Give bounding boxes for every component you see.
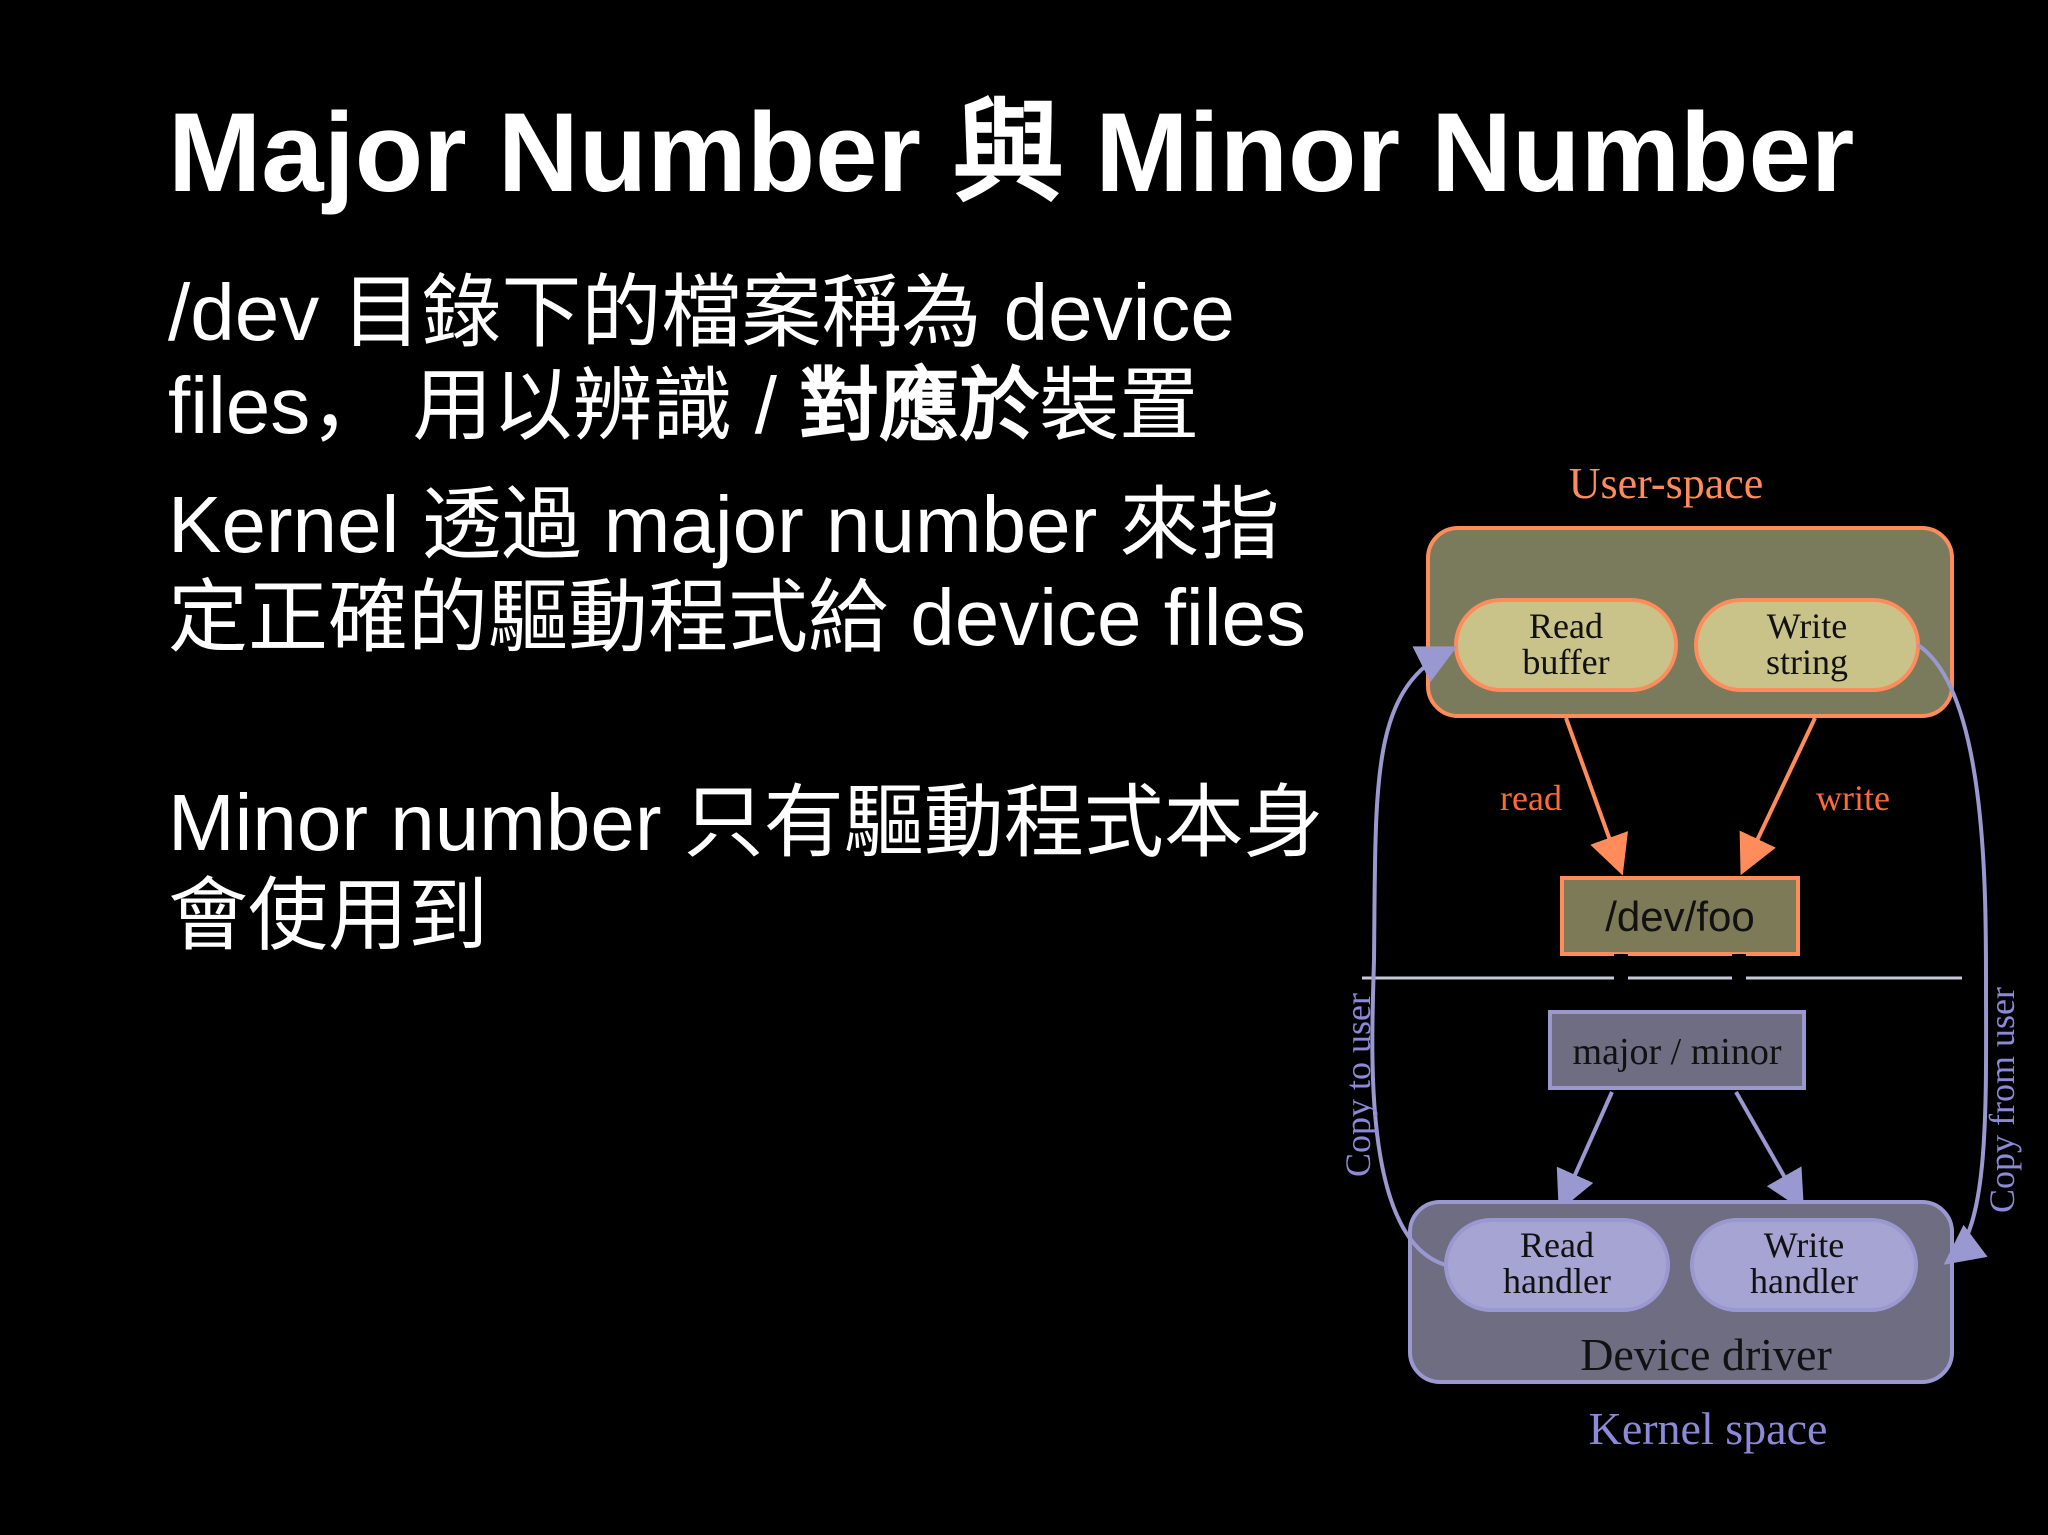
read-edge-label: read — [1500, 778, 1562, 818]
read-handler-label-line2: handler — [1503, 1261, 1611, 1301]
bullet-major-number: Kernel 透過 major number 來指定正確的驅動程式給 devic… — [168, 480, 1306, 662]
read-buffer-label-line1: Read — [1529, 606, 1603, 646]
read-buffer-node — [1454, 598, 1678, 692]
device-driver-label: Device driver — [1580, 1329, 1832, 1380]
dev-foo-label: /dev/foo — [1605, 893, 1754, 940]
read-handler-label-line1: Read — [1520, 1225, 1594, 1265]
user-space-label: User-space — [1569, 459, 1764, 508]
write-handler-label-line2: handler — [1750, 1261, 1858, 1301]
slide-title: Major Number 與 Minor Number — [168, 90, 1855, 215]
write-handler-label-line1: Write — [1764, 1225, 1845, 1265]
major-minor-label: major / minor — [1573, 1031, 1782, 1073]
write-string-label-line1: Write — [1767, 606, 1848, 646]
write-arrow — [1739, 717, 1817, 876]
write-handler-node — [1690, 1218, 1918, 1312]
read-buffer-label-line2: buffer — [1522, 642, 1609, 682]
major-to-read-handler-arrow — [1556, 1091, 1614, 1212]
copy-from-user-arrow — [1916, 643, 1989, 1265]
copy-from-user-label: Copy from user — [1982, 987, 2022, 1213]
write-string-label-line2: string — [1766, 642, 1848, 682]
bullet-device-files-tail: 裝置 — [1039, 361, 1200, 450]
read-arrow — [1564, 717, 1628, 876]
bullet-device-files-emphasis: 對應於 — [799, 361, 1040, 450]
kernel-space-label: Kernel space — [1589, 1403, 1828, 1454]
major-minor-node — [1548, 1010, 1806, 1090]
bullet-device-files: /dev 目錄下的檔案稱為 device files， 用以辨識 / 對應於裝置 — [168, 266, 1338, 452]
bullet-device-files-text: /dev 目錄下的檔案稱為 device files， 用以辨識 / — [168, 268, 1235, 450]
major-to-write-handler-arrow — [1734, 1091, 1804, 1211]
write-edge-label: write — [1816, 778, 1890, 818]
bullet-minor-number: Minor number 只有驅動程式本身會使用到 — [168, 778, 1324, 960]
dev-foo-node — [1560, 876, 1800, 956]
divider-connector-left — [1614, 954, 1628, 1010]
copy-to-user-arrow — [1370, 646, 1458, 1267]
copy-to-user-label: Copy to user — [1338, 993, 1378, 1177]
divider-connector-right — [1732, 954, 1746, 1010]
